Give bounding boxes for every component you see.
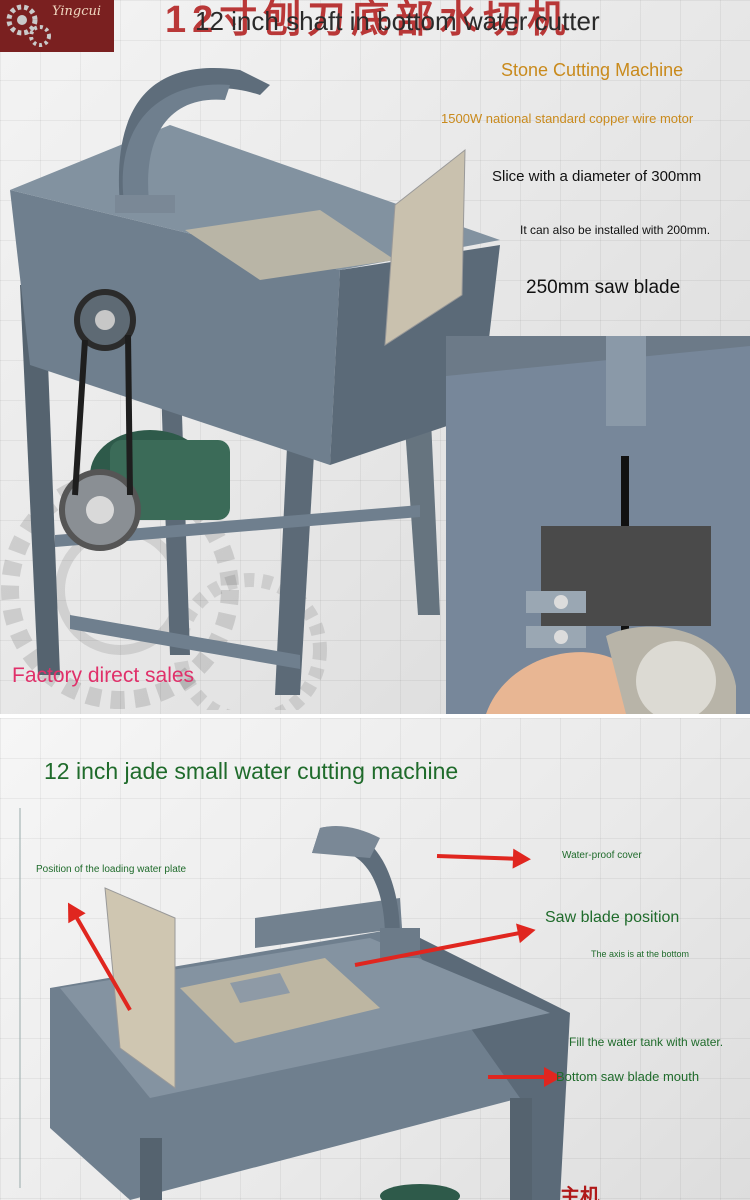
jade-machine-heading: 12 inch jade small water cutting machine	[44, 758, 459, 784]
saw-blade-position-label: Saw blade position	[545, 909, 680, 926]
panel-divider	[0, 714, 750, 718]
ruler-decoration	[19, 808, 21, 1188]
slice-diameter-text: Slice with a diameter of 300mm	[492, 168, 702, 185]
stone-cutting-heading: Stone Cutting Machine	[501, 60, 684, 80]
fill-tank-label: Fill the water tank with water.	[569, 1035, 724, 1049]
saw-blade-250mm-text: 250mm saw blade	[526, 277, 681, 298]
gear-logo-icon	[6, 4, 51, 47]
logo-text: Yingcui	[52, 4, 102, 19]
top-product-panel: Yingcui 12寸刨刀底部水切机 12 inch shaft in bott…	[0, 0, 750, 714]
closeup-photo-illustration	[446, 336, 750, 714]
bottom-product-panel: 12 inch jade small water cutting machine…	[0, 718, 750, 1200]
header-garbled-title: 12寸刨刀底部水切机	[165, 0, 572, 40]
cutting-machine-illustration	[10, 68, 500, 695]
brand-logo: Yingcui	[0, 0, 114, 52]
axis-bottom-label: The axis is at the bottom	[591, 949, 690, 959]
loading-plate-label: Position of the loading water plate	[36, 864, 187, 875]
water-cutting-machine-illustration	[50, 826, 570, 1200]
factory-direct-sales-text: Factory direct sales	[12, 664, 195, 687]
waterproof-cover-label: Water-proof cover	[562, 850, 642, 861]
motor-spec-text: 1500W national standard copper wire moto…	[441, 111, 694, 126]
closeup-photo	[446, 336, 750, 714]
footer-garbled-text: 主机	[560, 1186, 600, 1200]
header-title: 12 inch shaft in bottom water cutter	[195, 6, 600, 36]
arrow-blade-mouth	[488, 1067, 562, 1087]
blade-mouth-label: Bottom saw blade mouth	[556, 1069, 700, 1084]
install-200mm-text: It can also be installed with 200mm.	[520, 223, 711, 237]
